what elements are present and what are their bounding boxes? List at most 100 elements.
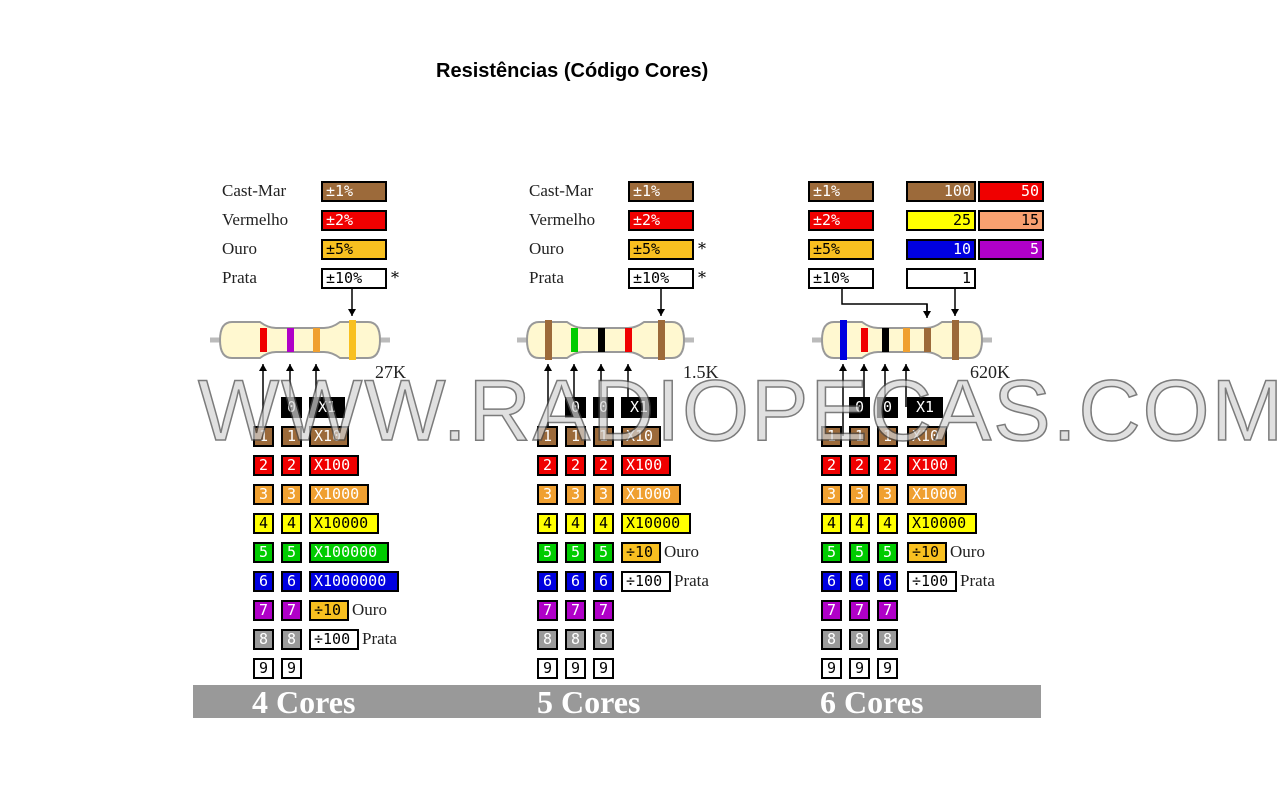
digit-box: 5	[537, 542, 558, 563]
multiplier-box: X1000000	[309, 571, 399, 592]
digit-box: 7	[849, 600, 870, 621]
digit-box: 4	[821, 513, 842, 534]
tempco-box: 50	[978, 181, 1044, 202]
color-band	[924, 328, 931, 352]
color-band	[625, 328, 632, 352]
multiplier-name: Ouro	[950, 542, 985, 561]
digit-box: 1	[565, 426, 586, 447]
multiplier-box: X10000	[621, 513, 691, 534]
arrow-head	[657, 309, 665, 316]
multiplier-box: X1000	[621, 484, 681, 505]
tolerance-box: ±2%	[808, 210, 874, 231]
resistor-body	[525, 321, 686, 359]
digit-box: 8	[537, 629, 558, 650]
digit-box: 9	[849, 658, 870, 679]
multiplier-box: X10	[907, 426, 947, 447]
multiplier-box: X10000	[309, 513, 379, 534]
footer-bar	[193, 685, 1041, 718]
tolerance-box: ±5%	[808, 239, 874, 260]
footer-label: 6 Cores	[820, 684, 924, 720]
digit-box: 8	[849, 629, 870, 650]
tolerance-box: ±1%	[628, 181, 694, 202]
arrow-head	[923, 311, 931, 318]
digit-box: 1	[821, 426, 842, 447]
color-band	[658, 320, 665, 360]
tolerance-box: ±10%	[628, 268, 694, 289]
tolerance-box: ±1%	[808, 181, 874, 202]
color-band	[598, 328, 605, 352]
multiplier-box: X100	[907, 455, 957, 476]
digit-box: 3	[253, 484, 274, 505]
asterisk: *	[391, 268, 399, 287]
multiplier-box: ÷100	[621, 571, 671, 592]
multiplier-box: X100	[309, 455, 359, 476]
tolerance-label: Vermelho	[529, 210, 596, 229]
digit-box: 4	[877, 513, 898, 534]
arrow-head	[259, 364, 267, 371]
multiplier-name: Prata	[960, 571, 995, 590]
digit-box: 8	[593, 629, 614, 650]
digit-box: 4	[593, 513, 614, 534]
multiplier-name: Prata	[674, 571, 709, 590]
digit-box: 9	[253, 658, 274, 679]
digit-box: 1	[877, 426, 898, 447]
digit-box: 8	[281, 629, 302, 650]
digit-box: 9	[821, 658, 842, 679]
tempco-box: 5	[978, 239, 1044, 260]
watermark: WWW.RADIOPECAS.COM	[197, 362, 1280, 460]
zero-row-box: X1	[309, 397, 345, 418]
digit-box: 9	[877, 658, 898, 679]
resistor-value: 27K	[375, 362, 406, 382]
digit-box: 6	[537, 571, 558, 592]
digit-box: 8	[253, 629, 274, 650]
color-band	[313, 328, 320, 352]
digit-box: 2	[281, 455, 302, 476]
digit-box: 1	[537, 426, 558, 447]
arrow-head	[860, 364, 868, 371]
tolerance-box: ±10%	[808, 268, 874, 289]
color-band	[861, 328, 868, 352]
digit-box: 1	[593, 426, 614, 447]
digit-box: 3	[877, 484, 898, 505]
tolerance-label: Vermelho	[222, 210, 289, 229]
digit-box: 7	[253, 600, 274, 621]
footer-label: 4 Cores	[252, 684, 356, 720]
digit-box: 1	[849, 426, 870, 447]
digit-box: 3	[537, 484, 558, 505]
resistor-value: 620K	[970, 362, 1010, 382]
arrow-head	[570, 364, 578, 371]
digit-box: 7	[281, 600, 302, 621]
digit-box: 9	[593, 658, 614, 679]
multiplier-box: ÷100	[907, 571, 957, 592]
tempco-box: 100	[906, 181, 976, 202]
digit-box: 3	[593, 484, 614, 505]
zero-row-box: 0	[565, 397, 586, 418]
zero-row-box: X1	[907, 397, 943, 418]
multiplier-box: X1000	[309, 484, 369, 505]
zero-row-box: 0	[849, 397, 870, 418]
digit-box: 7	[593, 600, 614, 621]
tolerance-label: Ouro	[222, 239, 257, 258]
digit-box: 2	[537, 455, 558, 476]
tolerance-label: Ouro	[529, 239, 564, 258]
digit-box: 5	[593, 542, 614, 563]
digit-box: 4	[253, 513, 274, 534]
multiplier-box: ÷100	[309, 629, 359, 650]
digit-box: 9	[537, 658, 558, 679]
page-title: Resistências (Código Cores)	[436, 60, 709, 82]
arrow-head	[544, 364, 552, 371]
digit-box: 8	[877, 629, 898, 650]
digit-box: 2	[877, 455, 898, 476]
color-band	[287, 328, 294, 352]
zero-row-box: X1	[621, 397, 657, 418]
digit-box: 6	[565, 571, 586, 592]
multiplier-box: X10	[621, 426, 661, 447]
digit-box: 6	[281, 571, 302, 592]
footer-label: 5 Cores	[537, 684, 641, 720]
color-band	[840, 320, 847, 360]
arrow	[841, 289, 928, 312]
arrow-head	[348, 309, 356, 316]
tolerance-label: Prata	[529, 268, 564, 287]
digit-box: 3	[565, 484, 586, 505]
asterisk: *	[698, 239, 706, 258]
